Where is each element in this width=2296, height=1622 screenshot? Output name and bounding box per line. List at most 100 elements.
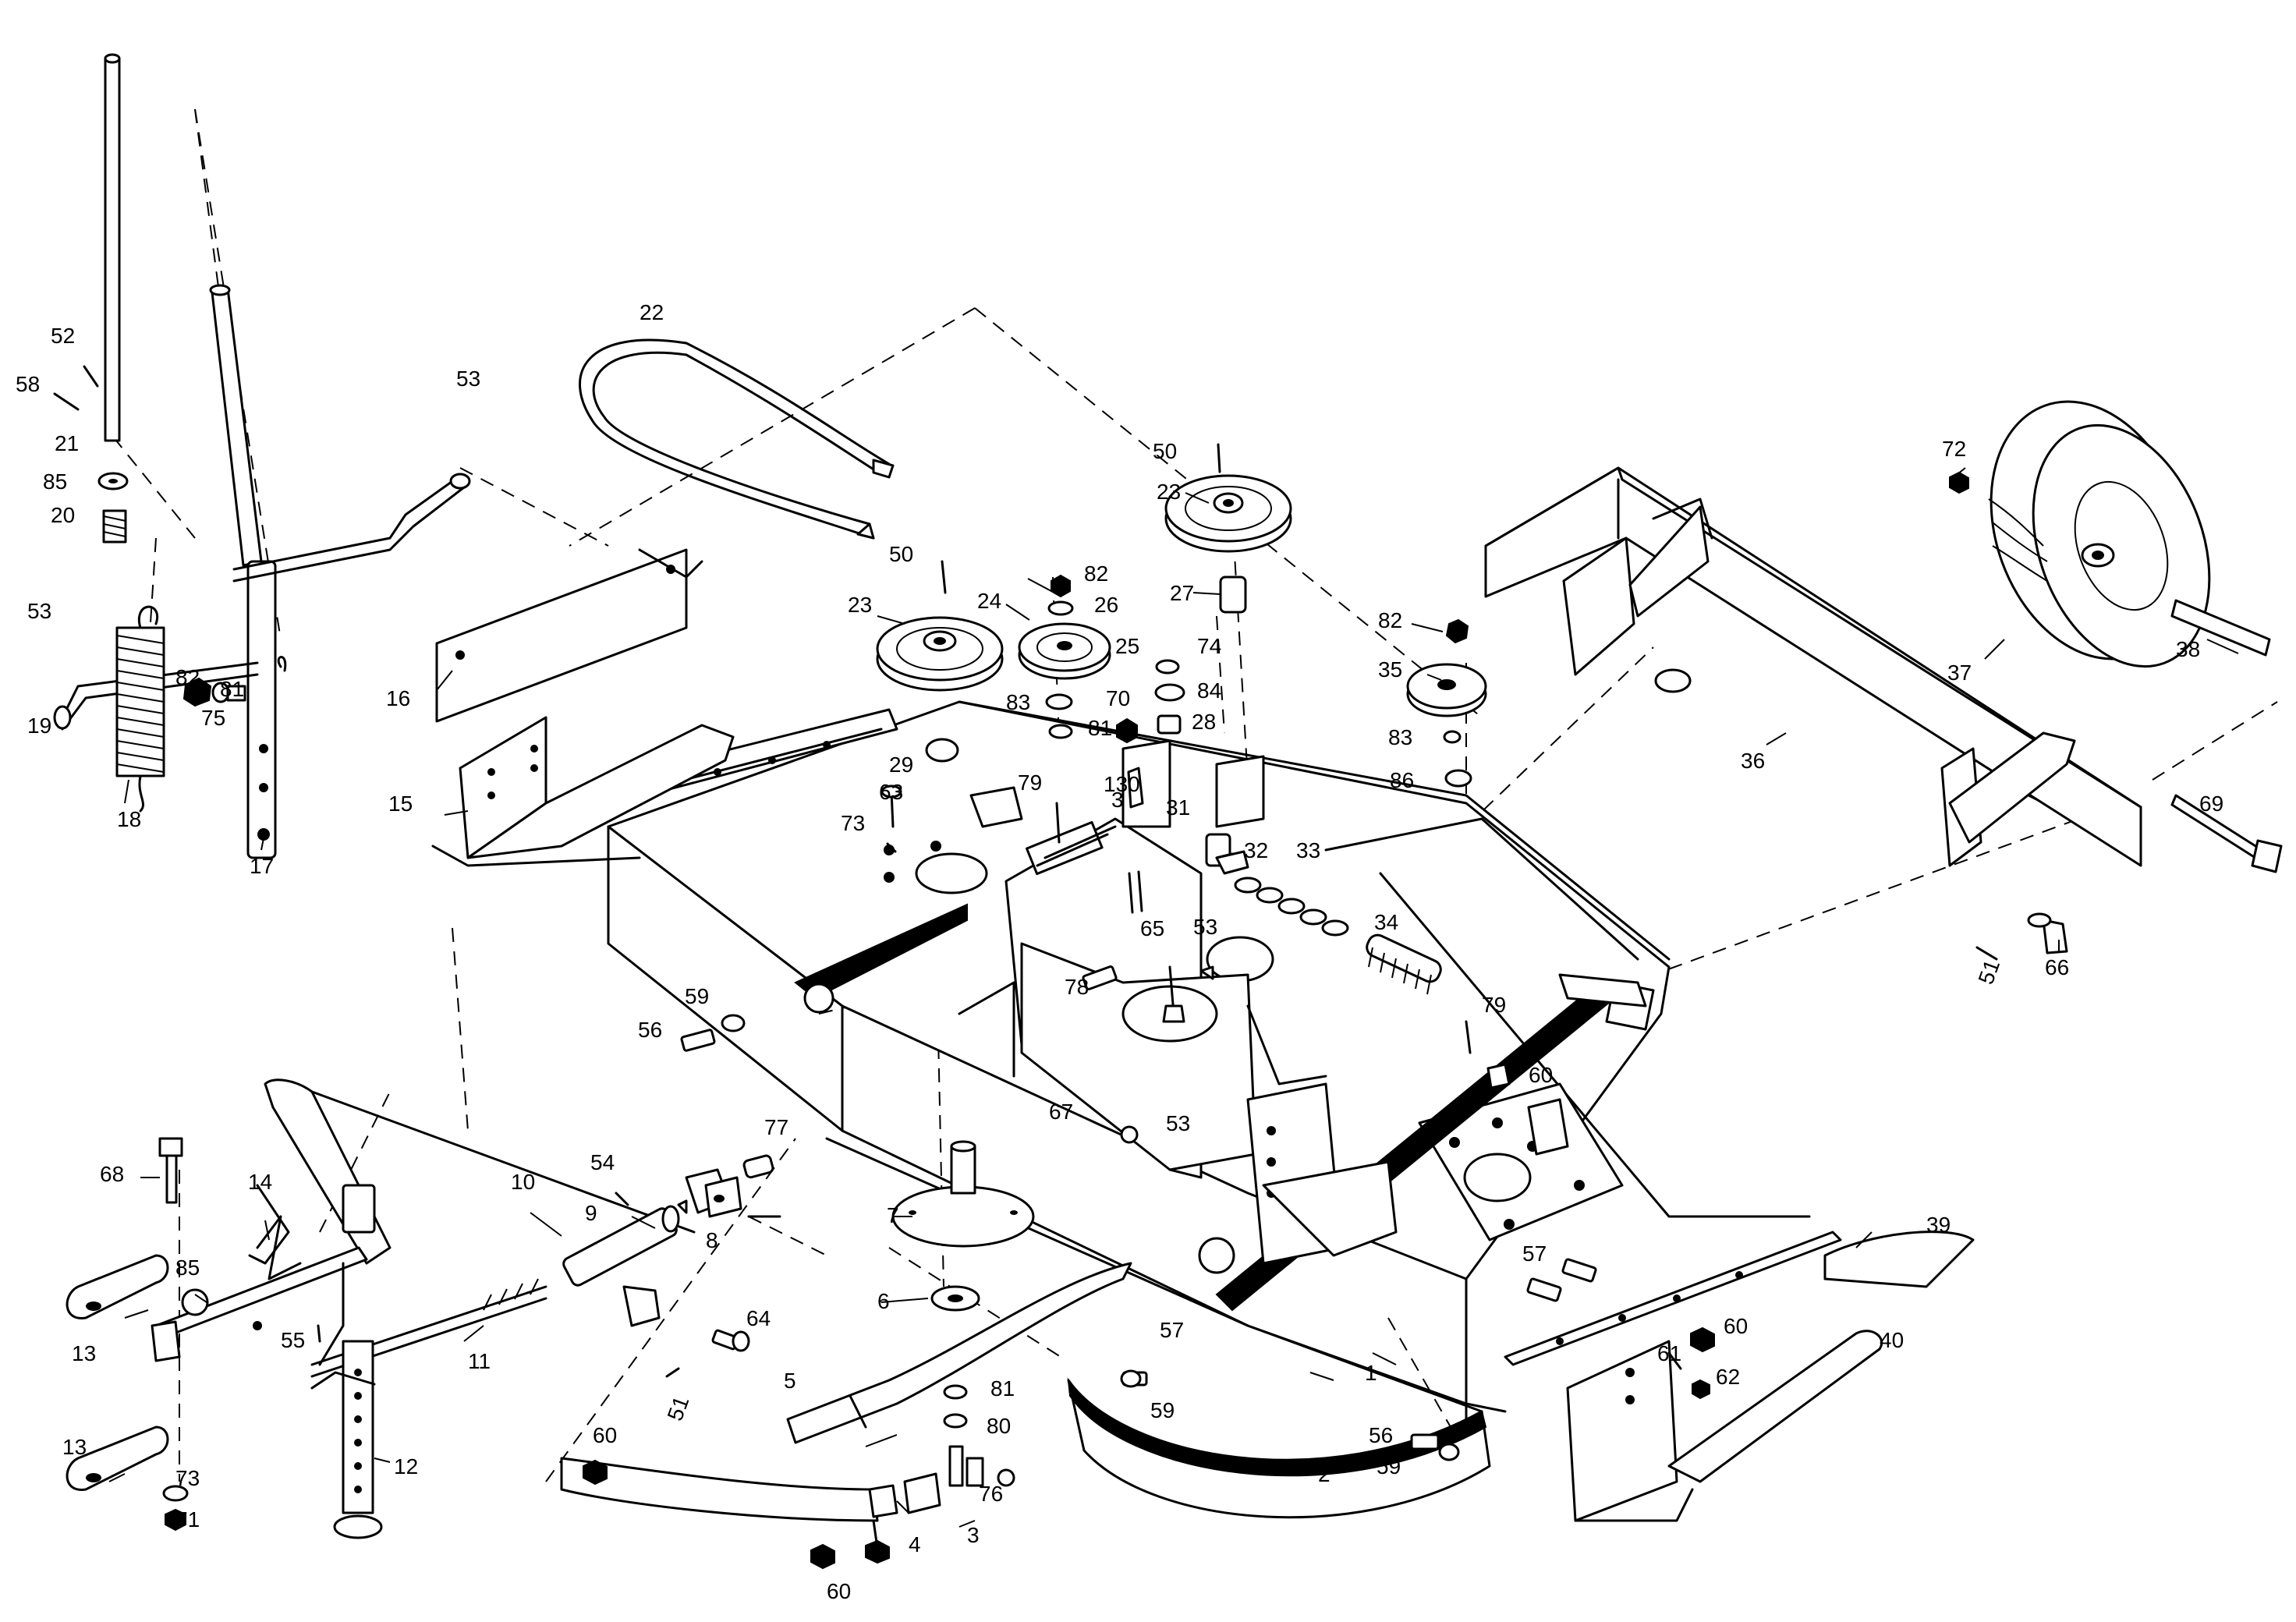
label-23-right: 23 [1157, 480, 1181, 504]
label-72: 72 [1942, 437, 1966, 461]
pulley-25 [1018, 574, 1111, 680]
label-53-top: 53 [456, 367, 480, 391]
label-56-right: 56 [1369, 1423, 1393, 1447]
label-56-left: 56 [638, 1018, 662, 1042]
label-59-lower: 59 [1150, 1398, 1175, 1422]
label-79-left: 79 [1018, 770, 1042, 795]
label-40: 40 [1880, 1328, 1904, 1352]
label-28: 28 [1192, 710, 1216, 734]
front-baffle-3 [560, 1457, 941, 1570]
label-51-lower: 51 [663, 1393, 694, 1424]
label-81-lower: 81 [990, 1376, 1015, 1401]
axle-bolts [1975, 794, 2283, 961]
label-69: 69 [2199, 792, 2223, 816]
label-7: 7 [887, 1203, 899, 1227]
label-31: 31 [1166, 795, 1190, 820]
label-52: 52 [51, 324, 75, 348]
label-36: 36 [1741, 749, 1765, 773]
pulley-23-right [1164, 443, 1292, 614]
label-83-center: 83 [1006, 690, 1030, 714]
label-3-bottom: 3 [967, 1523, 980, 1547]
label-35: 35 [1378, 657, 1402, 682]
label-80: 80 [987, 1414, 1011, 1438]
rear-axle-frame [1484, 466, 2142, 867]
label-32: 32 [1244, 838, 1268, 862]
label-62: 62 [1716, 1365, 1740, 1389]
label-18: 18 [117, 807, 141, 831]
label-53-left: 53 [27, 599, 51, 623]
label-82-left: 82 [175, 665, 200, 689]
label-2: 2 [1318, 1462, 1330, 1486]
label-68: 68 [100, 1162, 124, 1186]
label-60-bottom: 60 [827, 1579, 851, 1603]
label-19: 19 [27, 714, 51, 738]
label-73-left: 73 [841, 811, 865, 835]
label-5: 5 [784, 1369, 796, 1393]
label-61: 61 [1657, 1341, 1681, 1365]
label-25: 25 [1115, 634, 1139, 658]
label-50-left: 50 [889, 542, 913, 566]
label-12: 12 [394, 1454, 418, 1479]
label-60-lower-left: 60 [593, 1423, 617, 1447]
label-78: 78 [1065, 975, 1089, 999]
label-29: 29 [889, 753, 913, 777]
right-rail [1198, 973, 1655, 1312]
wheel [1949, 400, 2271, 668]
front-hitch-frame [66, 1078, 696, 1539]
label-17: 17 [250, 854, 274, 878]
label-50-right: 50 [1153, 439, 1177, 463]
label-57-lower: 57 [1160, 1318, 1184, 1342]
part-labels: 1 2 3 3 4 5 6 7 8 9 10 11 12 13 13 14 15… [16, 300, 2223, 1603]
label-1: 1 [1365, 1361, 1377, 1385]
label-58: 58 [16, 372, 40, 396]
pulley-35 [1406, 618, 1487, 788]
label-27: 27 [1170, 581, 1194, 605]
label-10: 10 [511, 1170, 535, 1194]
label-81-left: 81 [220, 677, 244, 701]
label-66: 66 [2045, 955, 2069, 979]
drive-belt [579, 338, 895, 540]
label-22: 22 [640, 300, 664, 324]
label-13-lower: 13 [62, 1435, 87, 1459]
label-8: 8 [706, 1228, 718, 1252]
chain-and-spring [1215, 850, 1442, 995]
label-53-lower: 53 [1166, 1111, 1190, 1135]
extension-spring [115, 605, 165, 813]
label-67: 67 [1049, 1100, 1073, 1124]
pulley-hardware [880, 659, 1238, 1023]
label-76: 76 [979, 1482, 1003, 1506]
baffle-2 [1067, 1369, 1491, 1519]
label-59-left: 59 [685, 984, 709, 1008]
label-16: 16 [386, 686, 410, 710]
label-74: 74 [1197, 634, 1221, 658]
label-55: 55 [281, 1328, 305, 1352]
label-83-right: 83 [1388, 725, 1412, 749]
label-70: 70 [1106, 686, 1130, 710]
label-59-right: 59 [1377, 1454, 1401, 1479]
label-23-left: 23 [848, 593, 872, 617]
pulley-23-left [876, 560, 1004, 692]
label-82-center: 82 [1084, 561, 1108, 586]
label-57-right: 57 [1522, 1241, 1547, 1266]
label-11: 11 [468, 1349, 491, 1373]
label-34: 34 [1374, 910, 1398, 934]
label-24: 24 [977, 589, 1001, 613]
label-14: 14 [248, 1170, 272, 1194]
label-9: 9 [585, 1201, 597, 1225]
mount-plates [431, 548, 735, 867]
label-130: 130 [1104, 772, 1140, 796]
label-15: 15 [388, 792, 413, 816]
label-85-lower: 85 [175, 1255, 200, 1280]
label-65: 65 [1140, 916, 1164, 940]
label-21: 21 [55, 431, 79, 455]
label-6: 6 [877, 1289, 890, 1313]
leader-lines [108, 467, 2239, 1528]
label-54: 54 [590, 1150, 615, 1174]
label-63: 63 [879, 780, 903, 804]
label-20: 20 [51, 503, 75, 527]
label-64: 64 [746, 1306, 771, 1330]
label-84: 84 [1197, 678, 1221, 703]
pivot-block [615, 1154, 781, 1218]
label-38: 38 [2176, 637, 2200, 661]
